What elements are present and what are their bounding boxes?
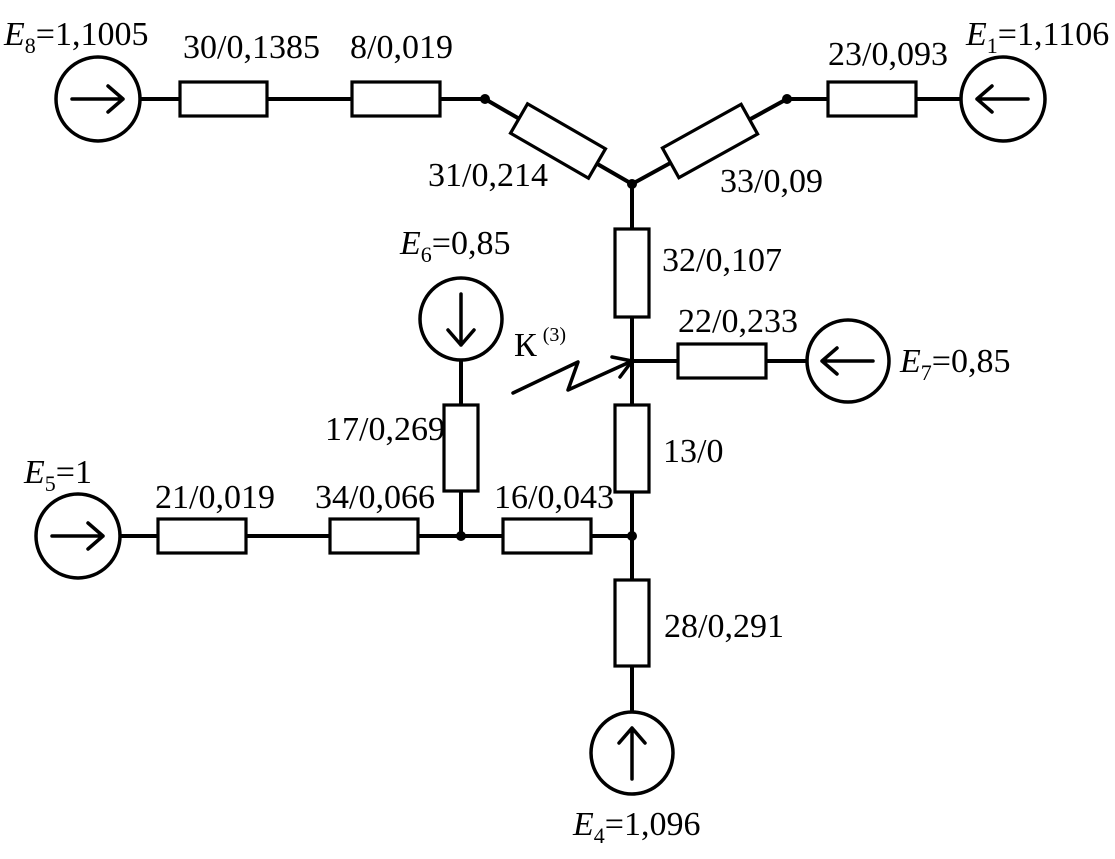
resistor-34 [328,517,420,555]
source-labels: E8=1,1005 E1=1,1106 E6=0,85 E7=0,85 E5=1… [3,16,1109,848]
resistor-23 [826,80,918,118]
branch-labels: 30/0,1385 8/0,019 23/0,093 31/0,214 33/0… [155,29,948,645]
resistor-31 [508,101,608,181]
resistor-16 [501,517,593,555]
node-e6-junction [456,531,466,541]
nodes [456,94,792,541]
source-e5 [34,492,122,580]
fault-label: К (3) [514,324,566,364]
arrow-up-icon [617,726,647,781]
label-e5: E5=1 [23,454,92,496]
resistor-28 [613,578,651,668]
label-b13: 13/0 [663,433,723,470]
resistor-13 [613,403,651,494]
resistor-32 [613,227,651,319]
node-left [480,94,490,104]
label-e6: E6=0,85 [399,225,510,267]
resistor-8 [350,80,442,118]
source-e1 [959,55,1047,143]
node-bottom [627,531,637,541]
label-b21: 21/0,019 [155,479,275,516]
source-e8 [54,55,142,143]
label-b22: 22/0,233 [678,303,798,340]
label-b8: 8/0,019 [350,29,453,66]
source-e6 [418,276,504,362]
label-e8: E8=1,1005 [3,16,148,58]
label-b32: 32/0,107 [662,242,782,279]
fault-arrowhead-icon [610,355,634,379]
source-e7 [805,318,891,404]
label-e1: E1=1,1106 [965,16,1109,58]
resistor-21 [156,517,248,555]
label-b30: 30/0,1385 [183,29,320,66]
label-e4: E4=1,096 [572,806,700,848]
label-b33: 33/0,09 [720,163,823,200]
arrow-right-icon [70,84,125,114]
arrow-right-icon [50,521,105,551]
label-b28: 28/0,291 [664,608,784,645]
source-e4 [589,710,675,796]
fault-zigzag-icon [511,359,634,395]
resistor-17 [442,403,480,493]
fault-letter: К [514,327,537,364]
label-b17: 17/0,269 [325,411,445,448]
resistors [156,80,918,668]
resistor-22 [676,342,768,380]
label-b31: 31/0,214 [428,157,548,194]
label-b23: 23/0,093 [828,36,948,73]
arrow-left-icon [820,346,875,376]
label-b16: 16/0,043 [494,479,614,516]
node-right [782,94,792,104]
label-e7: E7=0,85 [899,343,1010,385]
label-b34: 34/0,066 [315,479,435,516]
arrow-left-icon [975,84,1030,114]
fault-superscript: (3) [543,324,566,346]
fault-k3: К (3) [511,324,634,395]
resistor-30 [178,80,269,118]
node-center [627,179,637,189]
resistor-33 [660,102,760,180]
arrow-down-icon [446,292,476,347]
